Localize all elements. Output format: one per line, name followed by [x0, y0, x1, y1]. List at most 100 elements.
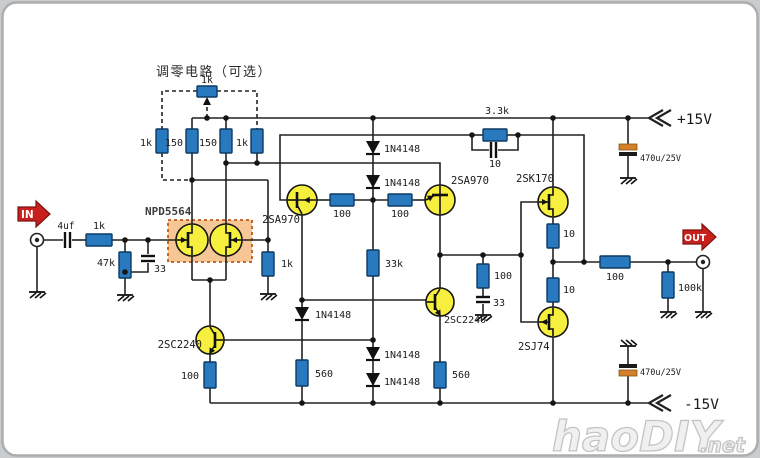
- transistor-2sa970-right-arrow: [426, 195, 434, 202]
- q2-label: 2SC2240: [444, 315, 486, 326]
- junction-dot-6: [254, 160, 260, 166]
- c10-branch-right: [498, 136, 519, 151]
- output-jack-pin: [700, 259, 706, 265]
- ecap-470u-positive-plate-black: [619, 152, 637, 156]
- junction-dot-13: [370, 197, 376, 203]
- ground-gate2-1k-hatch1: [265, 294, 273, 301]
- junction-dot-10: [145, 237, 151, 243]
- junction-dot-17: [299, 400, 305, 406]
- diode-1n4148-1: [366, 141, 380, 154]
- r47k-value: 47k: [97, 258, 115, 269]
- r10b-value: 10: [563, 285, 575, 296]
- r33k-value: 33k: [385, 259, 403, 270]
- c4uf-value: 4uf: [57, 221, 74, 232]
- supply-chevron-positive-0: [646, 109, 664, 127]
- transistor-2sc2240-1-arrow: [209, 347, 216, 355]
- input-jack-pin: [34, 237, 40, 243]
- junction-dot-26: [437, 400, 443, 406]
- ground-100k-hatch2: [670, 312, 678, 319]
- ground-ecap-negative-hatch0: [620, 339, 628, 346]
- ground-input-rc-hatch1: [122, 295, 130, 302]
- jfet-npd5564-right: [209, 223, 243, 257]
- junction-dot-20: [518, 252, 524, 258]
- r560b-value: 560: [452, 370, 470, 381]
- resistor-560-a: [295, 359, 309, 387]
- diode-1n4148-4: [366, 347, 380, 360]
- resistor-100-mid-left: [329, 193, 355, 207]
- gates-link: [520, 201, 539, 323]
- junction-dot-25: [665, 259, 671, 265]
- transistor-2sc2240-1-lead-top: [209, 326, 216, 336]
- rin1k-value: 1k: [93, 221, 105, 232]
- transistor-2sa970-left-lead-bottom: [296, 204, 303, 215]
- ground-ecap-negative-hatch1: [625, 339, 633, 346]
- c33rc-value: 33: [493, 298, 505, 309]
- d3-label: 1N4148: [315, 310, 351, 321]
- r100out-value: 100: [606, 272, 624, 283]
- jfet-2sk170-drain-lead: [549, 188, 554, 196]
- c33in-bottom: [125, 263, 149, 273]
- ecap-470u-positive-plate-orange: [618, 143, 638, 151]
- ecap-470u-negative-plate-orange: [618, 369, 638, 377]
- resistor-150-b: [219, 128, 233, 154]
- ecap2-value: 470u/25V: [640, 368, 681, 378]
- r1kb-value: 1k: [236, 138, 248, 149]
- resistor-100-rc: [476, 263, 490, 289]
- ground-ecap-negative-hatch2: [630, 339, 638, 346]
- jfet-2sk170-gate-arrow: [542, 199, 548, 205]
- ground-rc-mid-hatch0: [475, 315, 483, 322]
- r560a-value: 560: [315, 369, 333, 380]
- ground-ecap-positive-hatch0: [620, 178, 628, 185]
- resistor-47k: [118, 251, 132, 279]
- optional-circuit-title: 调零电路（可选）: [156, 64, 272, 80]
- r1ka-bottom-dashed: [161, 153, 190, 181]
- ground-ecap-positive-hatch1: [625, 178, 633, 185]
- jfet-npd5564-left: [175, 223, 209, 257]
- junction-dot-8: [265, 237, 271, 243]
- jfet-2sj74: [537, 306, 569, 338]
- r150a-value: 150: [165, 138, 183, 149]
- supply-chevron-positive-1: [654, 109, 672, 127]
- resistor-1k-gate2: [261, 251, 275, 277]
- jfet-npd5564-left-drain-lead: [188, 225, 193, 234]
- junction-dot-7: [189, 177, 195, 183]
- junction-dot-5: [223, 160, 229, 166]
- resistor-1k-input: [85, 233, 113, 247]
- junction-dot-22: [515, 132, 521, 138]
- jfet-2sk170: [537, 186, 569, 218]
- jfet-npd5564-right-source-lead: [225, 246, 230, 255]
- c33in-value: 33: [154, 264, 166, 275]
- resistor-10-top: [546, 223, 560, 249]
- npd5564-label: NPD5564: [145, 205, 192, 218]
- diode-1n4148-5: [366, 373, 380, 386]
- c10-branch-left: [471, 135, 489, 151]
- d5-label: 1N4148: [384, 377, 420, 388]
- watermark-haodiy: haoDIY: [552, 412, 724, 458]
- ground-input-jack-hatch1: [34, 292, 42, 299]
- drain2-bus: [226, 162, 441, 185]
- r1ka-value: 1k: [140, 138, 152, 149]
- jfet-2sj74-source-lead: [549, 328, 554, 336]
- resistor-10-bottom: [546, 277, 560, 303]
- resistor-100-q1: [203, 361, 217, 389]
- watermark-net: .net: [700, 433, 746, 457]
- d4-label: 1N4148: [384, 350, 420, 361]
- pot-left-dashed: [161, 90, 197, 129]
- rmid100b-value: 100: [391, 209, 409, 220]
- junction-dot-4: [625, 115, 631, 121]
- r100q1-value: 100: [181, 371, 199, 382]
- jfet-npd5564-right-drain-lead: [225, 225, 230, 234]
- resistor-100-mid-right: [387, 193, 413, 207]
- jfet-2sj74-gate-arrow: [541, 319, 547, 325]
- trimpot-1k-body: [196, 85, 218, 98]
- junction-dot-18: [437, 252, 443, 258]
- junction-dot-15: [370, 400, 376, 406]
- rmid100a-value: 100: [333, 209, 351, 220]
- ground-input-jack-hatch0: [29, 292, 37, 299]
- ground-100k-hatch1: [665, 312, 673, 319]
- jfet-2sj74-drain-lead: [549, 308, 554, 316]
- input-arrow-label: IN: [21, 209, 34, 221]
- transistor-2sc2240-2-lead-top: [434, 288, 441, 298]
